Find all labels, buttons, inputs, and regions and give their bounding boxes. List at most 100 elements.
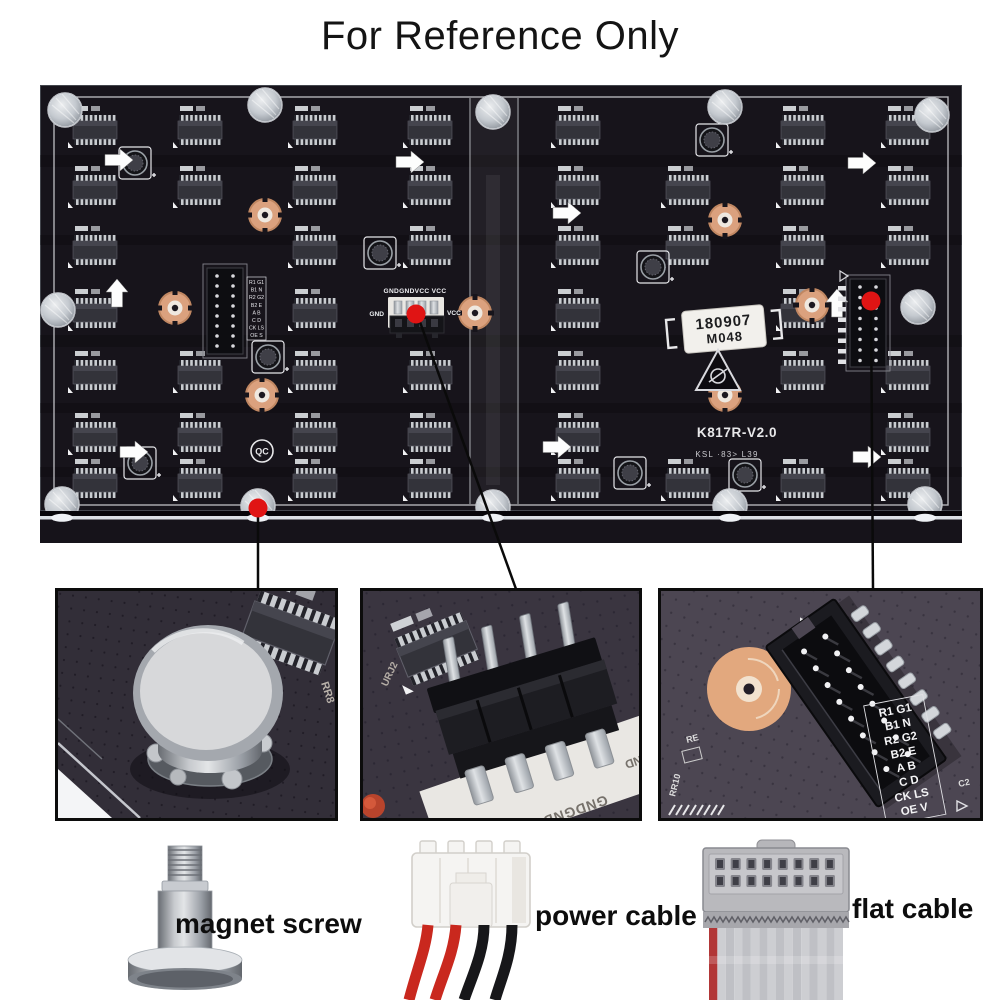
pin-tip [836,698,843,705]
idc-hole-inner [717,860,723,868]
pin-stem [908,754,922,764]
model-number-text: K817R-V2.0 [697,425,777,440]
silk-hatch-line [682,804,690,816]
pin-stem [837,653,851,663]
silk-hatch-line [717,804,725,816]
pin [215,324,219,328]
detail-magnet-screw: RR8 [55,588,338,821]
pin [874,337,878,342]
pin [858,358,862,363]
pin [215,294,219,298]
pin-stem [861,687,875,697]
pin-label: CK LS [249,326,265,332]
hub75-connector-right [838,269,891,372]
page-title: For Reference Only [320,14,680,58]
pin [231,274,235,278]
silk-hatch [668,804,725,816]
silk-hatch-line [710,804,718,816]
solder-pad [838,349,846,354]
pin [215,344,219,348]
pin-label: A B [896,760,917,775]
solder-pad [838,328,846,333]
pin-stem [816,668,830,678]
pin [858,327,862,331]
pin-tip [892,734,899,741]
solder-pad [838,286,846,291]
pin-tip [883,766,890,773]
ribbon-stripe [742,928,751,1000]
solder-pad [909,689,928,706]
pin [858,316,862,321]
idc-hole-inner [748,860,755,868]
idc-hole-inner [764,877,771,885]
idc-hole-inner [717,877,723,885]
pin [215,304,219,308]
ribbon-stripe [834,928,843,1000]
solder-pad [886,655,905,673]
ribbon-stripe [809,928,818,1000]
idc-hole-inner [732,860,739,868]
pin [231,344,235,348]
silk-hatch-line [689,804,697,816]
pin-label: A B [252,310,261,316]
solder-pad [838,296,846,301]
magnet-screw [40,292,76,328]
idc-hole-inner [811,877,818,885]
pin-tip [824,682,831,689]
detail-flat-connector: RE RR10 R1 G1 B1 N R2 G2 B2 E [658,588,983,821]
pin [858,348,862,352]
magnet-screw [707,89,743,125]
pin [231,304,235,308]
pin [231,284,235,288]
date-code-sticker: 180907 M048 [664,304,784,354]
solder-pad [850,605,870,622]
pin-label: C D [252,318,261,324]
magnet-screw-product [127,845,243,990]
qc-stamp: QC [250,439,274,463]
silk-hatch-line [696,804,704,816]
pin-stem [839,702,853,711]
pin-tip [801,648,808,655]
solder-pad [838,317,846,322]
pin [231,294,235,298]
ribbon-stripe [826,928,835,1000]
pin [858,337,862,342]
magnet-screw [247,87,283,123]
pin-tip [812,665,819,672]
pin-label: OE V [900,801,930,818]
ribbon-stripe [717,928,726,1000]
pin-stem [851,719,865,728]
power-silk-gnd: GND [369,311,384,318]
pin [874,348,878,352]
magnet-screw [475,94,511,130]
pin-stem [828,685,842,695]
solder-pad [874,638,893,656]
flat-cable-label: flat cable [852,893,974,924]
solder-pad [838,359,846,364]
pin-tip [834,650,841,657]
idc-hole-inner [811,860,818,868]
solder-pad [838,307,846,312]
pin-tip [845,667,852,674]
pin-stem [886,769,900,779]
magnet-screw [47,92,83,128]
silk-hatch-line [668,804,676,816]
solder-pad [838,338,846,343]
idc-hole-inner [779,860,786,868]
idc-hole-inner [826,877,833,885]
ribbon-stripe [817,928,827,1000]
idc-hole-inner [795,860,802,868]
ribbon-stripe [750,928,760,1000]
pin-stem [804,652,818,661]
detail-power-connector: URJ2 GNDGND GND VCC [360,588,642,821]
pin [215,274,219,278]
pin-tip [881,717,888,724]
magnet-screw-closeup [130,625,290,799]
ribbon-stripe [725,928,735,1000]
ribbon-stripe [784,928,793,1000]
sticker-code: M048 [706,328,744,346]
pin [874,295,878,300]
power-cable-label: power cable [535,900,697,931]
solder-pad [862,622,881,639]
ribbon-stripe [801,928,810,1000]
